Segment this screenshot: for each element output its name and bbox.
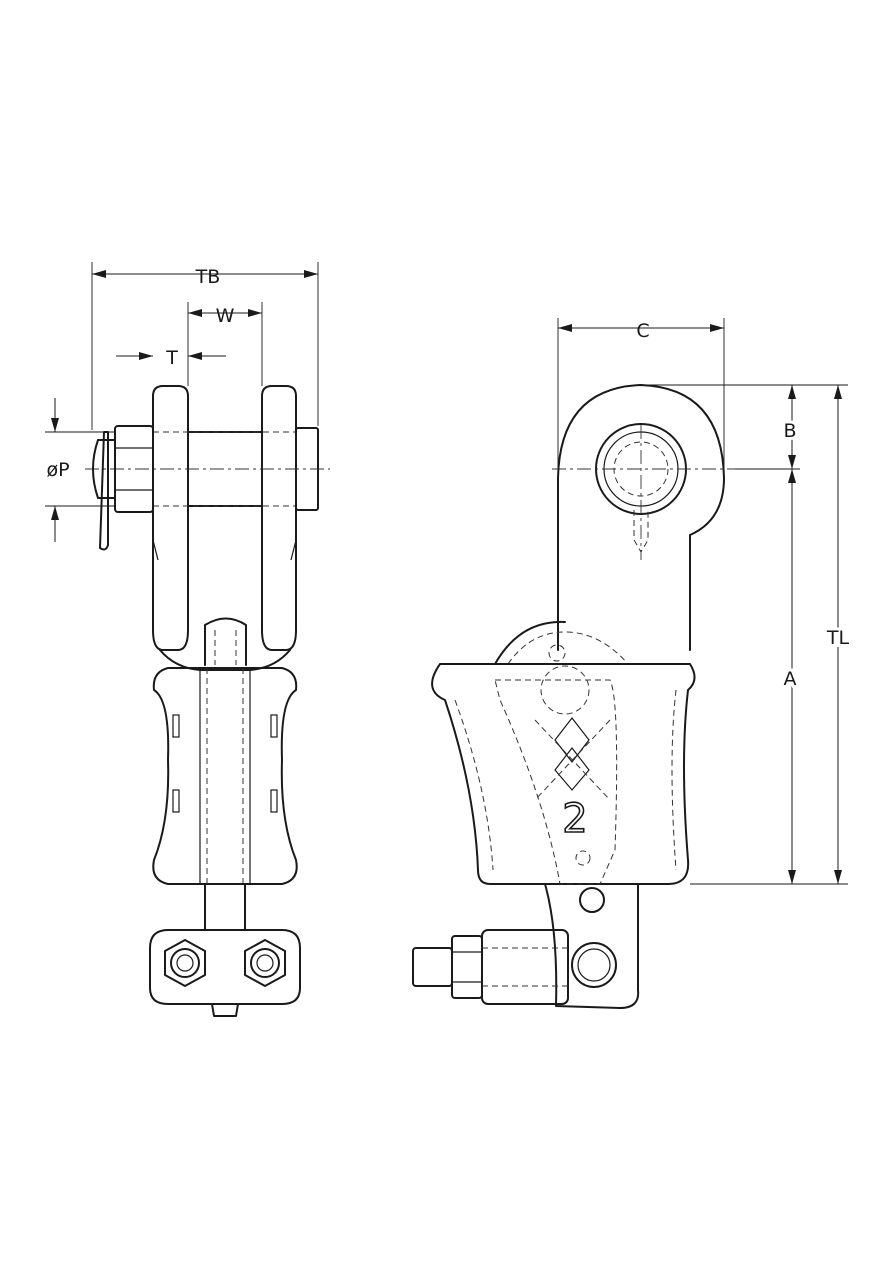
dimension-w: W	[187, 302, 263, 386]
clevis-plate-left	[152, 385, 189, 651]
dimension-tb: TB	[91, 262, 319, 430]
dimension-label-c: C	[636, 320, 649, 342]
part-marking: 2	[562, 796, 587, 842]
front-view: TB W T øP	[45, 262, 330, 1017]
clevis-pin	[187, 431, 263, 507]
side-nut	[451, 935, 483, 999]
dimension-label-tl: TL	[826, 627, 850, 649]
dimension-label-w: W	[216, 305, 235, 327]
clamp-tail	[544, 883, 640, 1009]
dimension-label-tb: TB	[195, 266, 221, 288]
dimension-t: T	[116, 347, 226, 369]
marking-logo	[534, 717, 611, 801]
clevis-plate-right	[261, 385, 297, 651]
dimension-label-p: øP	[46, 459, 69, 481]
bolt-right	[244, 939, 286, 987]
side-view: 2 C B	[412, 318, 853, 1009]
bolt-left	[164, 939, 206, 987]
clevis-eye-link	[557, 384, 725, 651]
marking-plate	[494, 679, 618, 885]
clamp-body-side	[431, 663, 696, 885]
dimension-label-t: T	[165, 347, 178, 369]
dimension-p: øP	[45, 398, 115, 542]
dimension-a: A	[781, 469, 800, 884]
clamp-body-front	[152, 667, 298, 885]
bolt-end	[412, 947, 453, 987]
dimension-c: C	[557, 318, 725, 478]
dimension-label-a: A	[784, 668, 797, 690]
dimension-tl: TL	[823, 385, 853, 884]
clevis-tongue	[204, 617, 247, 666]
clamp-jaw	[149, 929, 301, 1005]
dimension-label-b: B	[783, 420, 796, 442]
pin-nut	[114, 425, 154, 513]
cotter-pin	[92, 431, 116, 551]
dimension-b: B	[780, 385, 800, 469]
